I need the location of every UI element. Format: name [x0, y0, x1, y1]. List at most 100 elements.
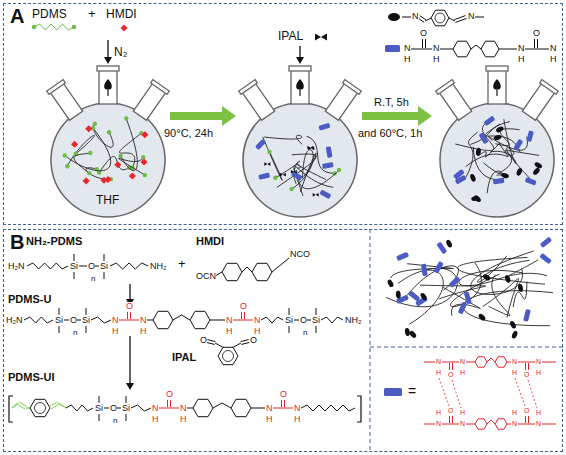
ring — [231, 399, 251, 416]
ring — [190, 311, 210, 328]
imine-symbol — [482, 273, 491, 281]
bond-line — [425, 39, 426, 48]
bond-line — [294, 320, 299, 321]
atom-label: N — [436, 358, 441, 365]
atom-label: N — [536, 420, 541, 427]
chain-end — [65, 164, 69, 168]
hmdi-symbol — [120, 24, 127, 31]
chain-bond — [131, 405, 151, 411]
polymer-chain — [420, 285, 486, 299]
bond-line — [424, 49, 432, 50]
bond-line — [169, 408, 179, 409]
flask-neck — [97, 66, 119, 71]
ring — [153, 311, 173, 328]
bond-line — [86, 326, 87, 333]
bond-line — [452, 416, 453, 423]
hmdi-symbol — [85, 125, 92, 132]
imine-symbol — [517, 284, 523, 293]
urea-bar — [326, 146, 333, 158]
atom-label: H — [180, 415, 187, 424]
bond-line — [86, 308, 87, 315]
bond-line — [316, 326, 317, 333]
bond-line — [527, 362, 535, 363]
bond-line — [187, 408, 193, 409]
bond-line — [299, 89, 300, 96]
label: PDMS-U — [8, 294, 51, 305]
bond-line — [19, 402, 27, 407]
imine-symbol — [395, 290, 401, 299]
ipal-symbol — [280, 173, 283, 177]
bond-line — [284, 400, 285, 407]
imine-symbol — [388, 13, 400, 21]
aromatic-ring — [223, 351, 234, 362]
atom-label: O — [448, 371, 453, 378]
bond-line — [418, 18, 424, 22]
atom-label: H — [433, 55, 440, 64]
bond-line — [491, 420, 495, 424]
polymer-chain — [391, 264, 454, 278]
label: R.T, 5h — [374, 97, 409, 108]
bond-line — [58, 403, 66, 408]
bond-line — [273, 408, 283, 409]
hmdi-symbol — [129, 172, 136, 179]
chain-bond — [34, 24, 74, 30]
hmdi-symbol — [71, 141, 78, 148]
atom-label: Si — [285, 316, 293, 325]
bond-line — [74, 254, 75, 261]
bond-line — [528, 363, 529, 370]
atom-label: NH₂ — [345, 316, 362, 325]
atom-label: H — [254, 327, 261, 336]
label: N₂ — [114, 46, 127, 58]
stopper — [493, 79, 501, 89]
imine-symbol — [509, 320, 517, 329]
bond-line — [130, 312, 131, 319]
chain-end — [88, 151, 92, 155]
urea-bar — [322, 162, 334, 169]
atom-label: Si — [82, 316, 90, 325]
bond-line — [126, 396, 127, 403]
ring — [495, 419, 507, 429]
ring — [481, 41, 499, 57]
imine-symbol — [471, 195, 480, 201]
atom-label: Si — [100, 262, 108, 271]
urea-bar — [385, 45, 400, 52]
atom-label: H — [536, 409, 541, 416]
polymer-chain — [509, 260, 547, 276]
bond-line — [74, 272, 75, 279]
atom-label: H — [518, 55, 525, 64]
bond-line — [452, 363, 453, 370]
flask-neck — [488, 70, 506, 104]
flask-neck — [540, 80, 559, 95]
bond-line — [243, 320, 253, 321]
urea-bar — [436, 242, 447, 255]
atom-label: H — [436, 409, 441, 416]
bond-line — [471, 45, 476, 49]
chain-end — [143, 173, 147, 177]
atom-label: N — [112, 316, 119, 325]
label: HMDI — [106, 8, 137, 20]
ipal-symbol — [315, 33, 321, 40]
urea-bar — [526, 130, 534, 142]
chain-end — [32, 25, 36, 29]
atom-label: O — [524, 371, 529, 378]
atom-label: O — [524, 407, 529, 414]
label: 90°C, 24h — [164, 128, 213, 139]
ring — [218, 347, 238, 364]
bond-line — [452, 380, 461, 408]
atom-label: Si — [122, 404, 130, 413]
atom-label: H — [294, 415, 301, 424]
chain-bond — [91, 317, 111, 323]
atom-label: H — [112, 327, 119, 336]
bond-line — [525, 363, 526, 370]
atom-label: NH₂ — [150, 262, 167, 271]
bond-line — [454, 16, 465, 20]
polymer-chain — [93, 124, 113, 148]
ipal-symbol — [308, 147, 311, 151]
bond-line — [233, 343, 241, 347]
atom-label: OCN — [196, 272, 216, 281]
bond-line — [26, 407, 30, 408]
bond-line — [518, 362, 527, 363]
imine-symbol — [534, 161, 543, 169]
stopper — [296, 79, 304, 89]
imine-symbol — [495, 125, 504, 133]
